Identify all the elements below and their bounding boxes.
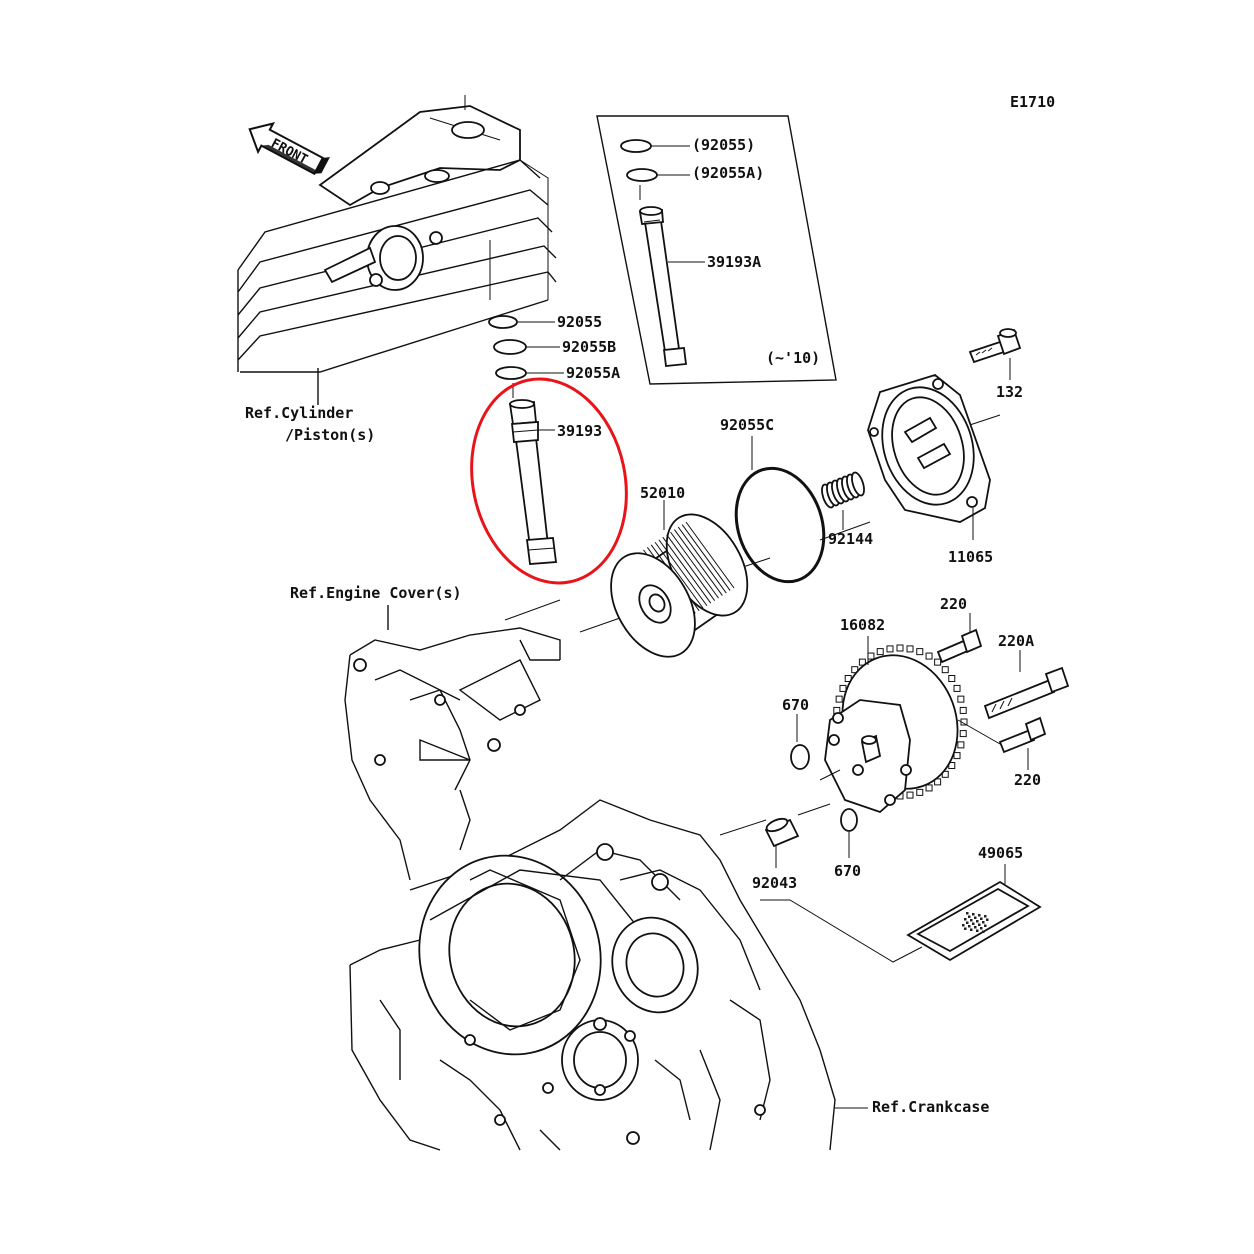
ref-cylinder-line2: /Piston(s)	[285, 426, 375, 444]
label-670-left: 670	[782, 696, 809, 714]
cylinder-illustration	[237, 95, 557, 405]
label-52010: 52010	[640, 484, 685, 502]
bolt-220-top	[936, 628, 983, 664]
label-670-bottom: 670	[834, 862, 861, 880]
highlight-circle	[470, 377, 628, 585]
label-132: 132	[996, 383, 1023, 401]
label-220A: 220A	[998, 632, 1034, 650]
o-ring-92055A	[495, 366, 527, 380]
filter-cover-11065	[867, 373, 991, 523]
label-92055B: 92055B	[562, 338, 616, 356]
o-ring-670-bottom	[840, 808, 858, 832]
oil-strainer-49065	[906, 880, 1042, 962]
o-ring-92055A-inset	[626, 168, 658, 182]
label-16082: 16082	[840, 616, 885, 634]
label-49065: 49065	[978, 844, 1023, 862]
inset-note: (~'10)	[766, 349, 820, 367]
label-39193A: 39193A	[707, 253, 761, 271]
oil-pump-16082	[824, 644, 968, 814]
label-92055: 92055	[557, 313, 602, 331]
inset-box	[596, 115, 837, 385]
diagram-code: E1710	[1010, 93, 1055, 111]
label-220-bottom: 220	[1014, 771, 1041, 789]
oil-filter-52010	[610, 513, 749, 658]
crankcase-illustration	[349, 799, 868, 1151]
bolt-132	[968, 328, 1022, 364]
label-92055C: 92055C	[720, 416, 774, 434]
spring-92144	[821, 471, 865, 509]
front-arrow-icon: FRONT	[248, 122, 330, 176]
label-92055A-inset: (92055A)	[692, 164, 764, 182]
label-220-top: 220	[940, 595, 967, 613]
dowel-pin-92043	[764, 817, 800, 848]
label-39193: 39193	[557, 422, 602, 440]
ref-engine-cover: Ref.Engine Cover(s)	[290, 584, 462, 602]
oil-pipe-39193	[508, 399, 558, 565]
label-11065: 11065	[948, 548, 993, 566]
o-ring-92055	[488, 315, 518, 329]
ref-crankcase: Ref.Crankcase	[872, 1098, 989, 1116]
bolt-220A	[983, 666, 1070, 720]
label-92144: 92144	[828, 530, 873, 548]
o-ring-92055C	[734, 466, 826, 584]
o-ring-92055B	[493, 339, 527, 355]
engine-cover-illustration	[344, 605, 561, 881]
bolt-220-bottom	[998, 716, 1047, 754]
o-ring-670-left	[790, 744, 810, 770]
label-92055A: 92055A	[566, 364, 620, 382]
oil-pipe-39193A	[638, 206, 688, 367]
label-92043: 92043	[752, 874, 797, 892]
o-ring-92055-inset	[620, 139, 652, 153]
ref-cylinder-line1: Ref.Cylinder	[245, 404, 353, 422]
label-92055-inset: (92055)	[692, 136, 755, 154]
